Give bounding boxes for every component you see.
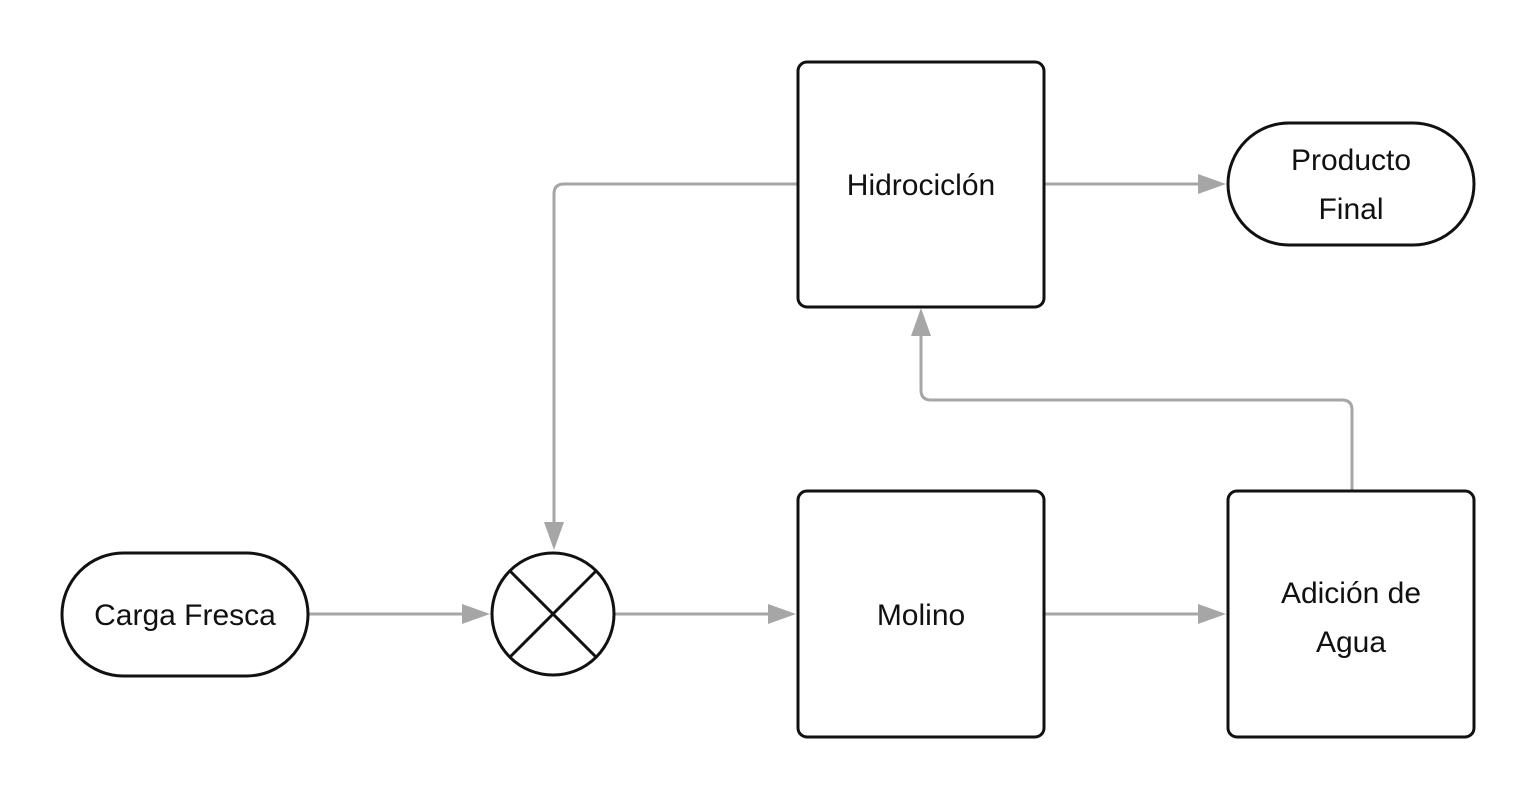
- node-label: Molino: [877, 599, 965, 632]
- terminal-shape: [60, 551, 310, 678]
- arrowhead: [1198, 604, 1226, 624]
- node-hidrociclon[interactable]: Hidrociclón: [796, 60, 1046, 309]
- node-label-line-2: Final: [1318, 193, 1383, 226]
- node-mixer[interactable]: [490, 551, 616, 677]
- arrowhead: [768, 604, 796, 624]
- process-box: [796, 489, 1046, 739]
- arrowhead: [462, 604, 490, 624]
- node-carga-fresca[interactable]: Carga Fresca: [60, 551, 310, 678]
- node-label: Carga Fresca: [94, 599, 276, 632]
- node-label-line-1: Adición de: [1281, 577, 1421, 610]
- process-box: [796, 60, 1046, 309]
- terminal-shape: [1226, 121, 1476, 247]
- edge-adicion-to-hidrociclon: [911, 308, 1354, 490]
- edge-hidrociclon-to-mixer: [544, 182, 797, 550]
- node-molino[interactable]: Molino: [796, 489, 1046, 739]
- arrowhead: [544, 522, 564, 550]
- node-label-line-2: Agua: [1316, 626, 1386, 659]
- node-producto-final[interactable]: Producto Final: [1226, 121, 1476, 247]
- arrowhead: [911, 308, 931, 336]
- edge-line: [552, 182, 797, 524]
- edge-line: [919, 334, 1354, 490]
- edge-molino-to-adicion: [1045, 604, 1226, 624]
- edge-carga-to-mixer: [308, 604, 490, 624]
- summing-junction-cross-line: [508, 569, 598, 659]
- arrowhead: [1198, 174, 1226, 194]
- edges: [308, 174, 1354, 624]
- process-box: [1226, 489, 1476, 739]
- edge-hidrociclon-to-producto: [1045, 174, 1226, 194]
- node-label: Hidrociclón: [847, 169, 995, 202]
- edge-mixer-to-molino: [614, 604, 796, 624]
- node-label-line-1: Producto: [1291, 144, 1411, 177]
- node-adicion-de-agua[interactable]: Adición de Agua: [1226, 489, 1476, 739]
